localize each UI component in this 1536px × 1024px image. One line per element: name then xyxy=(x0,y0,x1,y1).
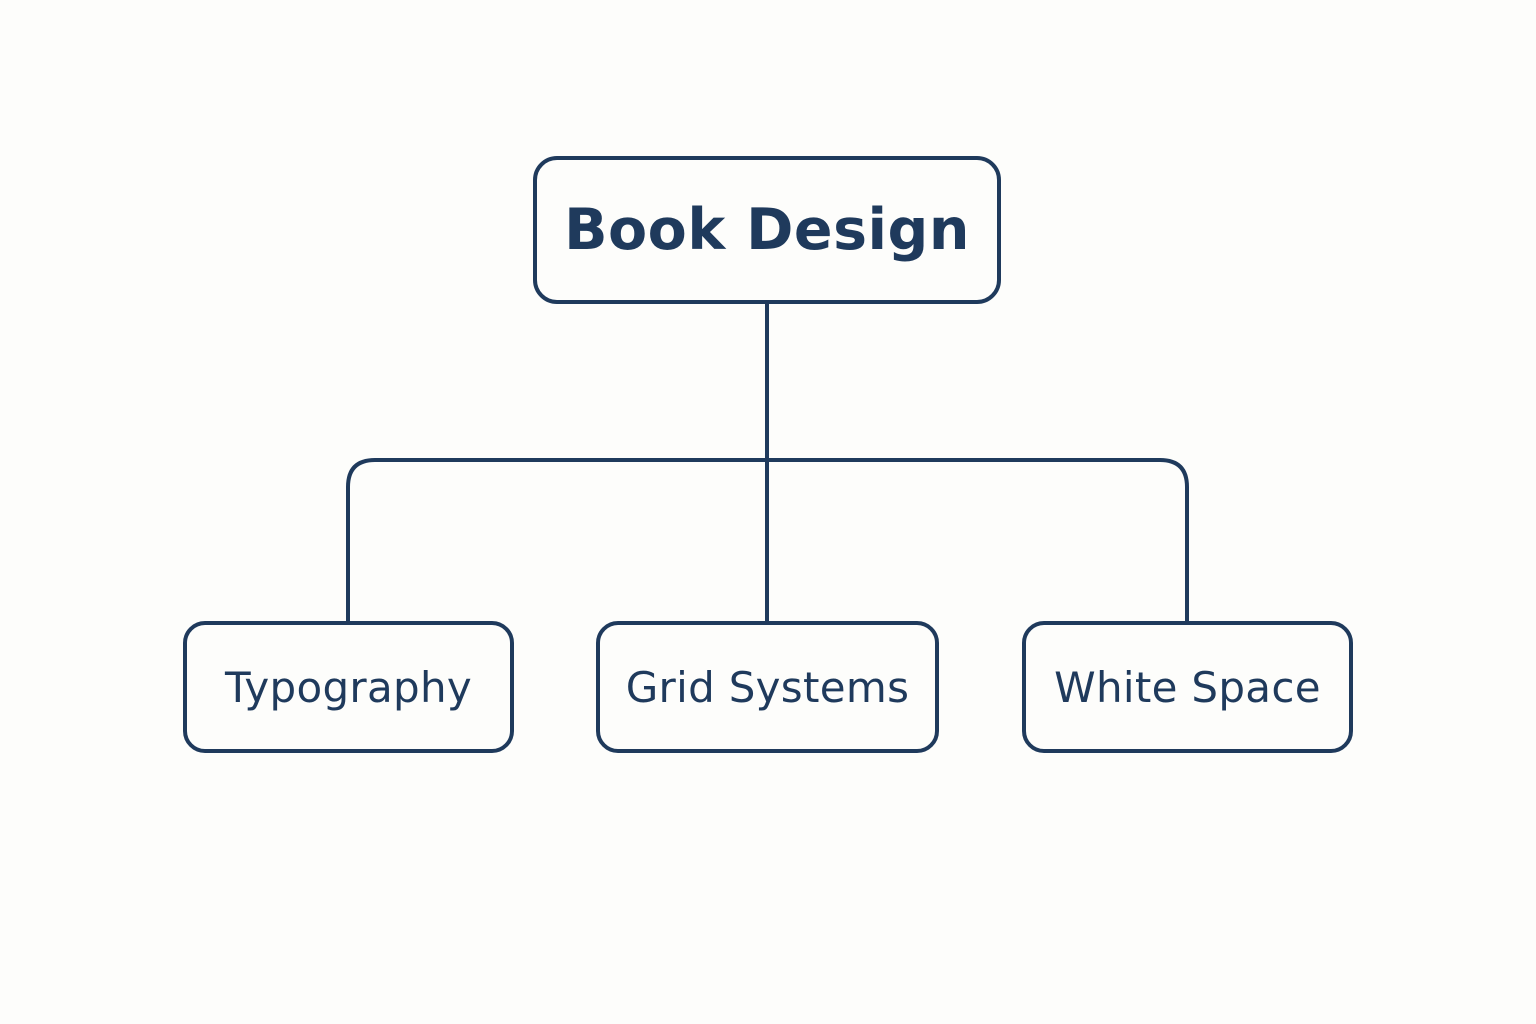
node-label-white-space: White Space xyxy=(1054,662,1321,712)
node-grid-systems: Grid Systems xyxy=(596,621,939,753)
connector-bus-to-white-space xyxy=(767,458,1189,621)
node-label-grid-systems: Grid Systems xyxy=(625,662,910,712)
node-typography: Typography xyxy=(183,621,514,753)
node-white-space: White Space xyxy=(1022,621,1353,753)
node-label-book-design: Book Design xyxy=(564,197,970,263)
node-book-design: Book Design xyxy=(533,156,1001,304)
connector-bus-to-typography xyxy=(346,458,767,621)
node-label-typography: Typography xyxy=(224,662,473,712)
